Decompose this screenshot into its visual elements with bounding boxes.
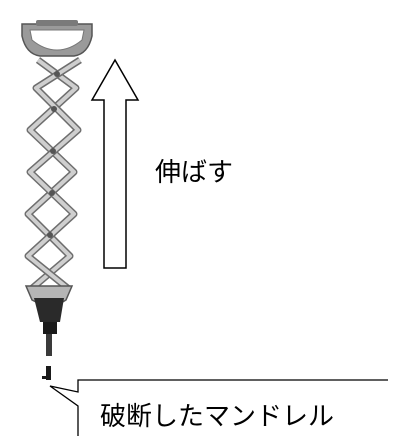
extend-label: 伸ばす [155,158,234,188]
mandrel-callout [49,379,388,436]
broken-mandrel-label: 破断したマンドレル [100,402,335,432]
extend-arrow-icon [90,58,140,269]
tool-jaws [24,285,74,334]
mandrel [42,334,52,380]
scissor-lattice [24,57,82,293]
tool-handle [21,20,93,57]
